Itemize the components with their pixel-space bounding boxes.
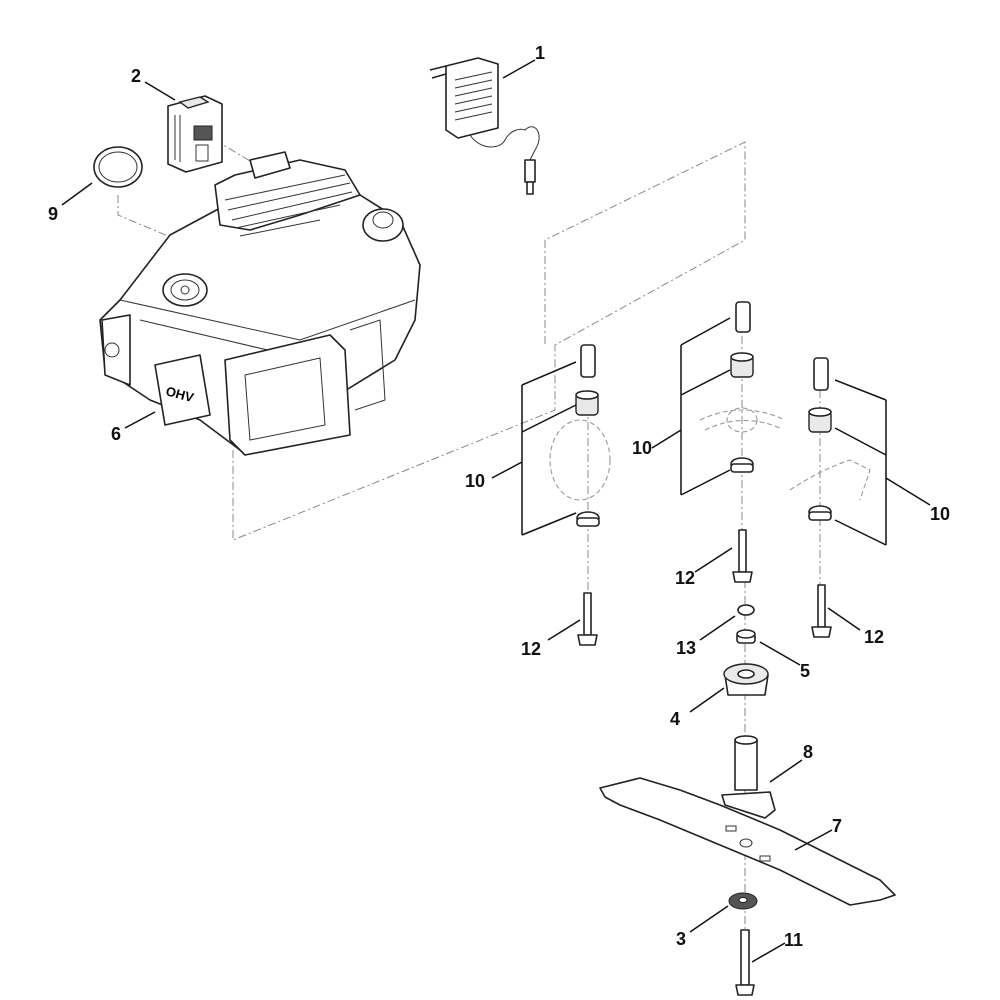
- damper-kit-left[interactable]: [549, 344, 611, 527]
- callout-2: 2: [131, 66, 142, 86]
- engine-badge: OHV: [164, 383, 195, 405]
- damper-kit-right[interactable]: [789, 357, 871, 521]
- callout-9: 9: [48, 204, 59, 224]
- collar-screw-right[interactable]: [811, 584, 832, 638]
- leader-lines: [61, 59, 931, 963]
- callout-13: 13: [676, 638, 697, 658]
- bushing-part[interactable]: [736, 629, 756, 644]
- callout-12-left: 12: [521, 639, 542, 659]
- callout-12-center: 12: [675, 568, 696, 588]
- callout-10-right: 10: [930, 504, 951, 524]
- callout-12-right: 12: [864, 627, 885, 647]
- callout-3: 3: [676, 929, 687, 949]
- fan-hub-part[interactable]: [723, 663, 769, 696]
- callout-8: 8: [803, 742, 814, 762]
- callout-1: 1: [535, 43, 546, 63]
- collar-screw-center[interactable]: [732, 529, 753, 583]
- callout-10-center: 10: [632, 438, 653, 458]
- callout-5: 5: [800, 661, 811, 681]
- callout-4: 4: [670, 709, 681, 729]
- seal-ring-part[interactable]: [93, 146, 143, 188]
- blade-adapter-part[interactable]: [721, 735, 776, 819]
- battery-pack-part[interactable]: [167, 95, 223, 173]
- callout-6: 6: [111, 424, 122, 444]
- blade-bolt-part[interactable]: [735, 929, 755, 996]
- collar-screw-left[interactable]: [577, 592, 598, 646]
- engine-part[interactable]: [99, 151, 421, 456]
- mower-blade-part[interactable]: [599, 777, 896, 906]
- callout-10-left: 10: [465, 471, 486, 491]
- o-ring-part[interactable]: [737, 604, 755, 616]
- callout-11: 11: [784, 930, 804, 950]
- battery-charger-part[interactable]: [429, 57, 540, 195]
- damper-kit-center[interactable]: [699, 301, 786, 473]
- callout-7: 7: [832, 816, 843, 836]
- washer-part[interactable]: [728, 892, 758, 910]
